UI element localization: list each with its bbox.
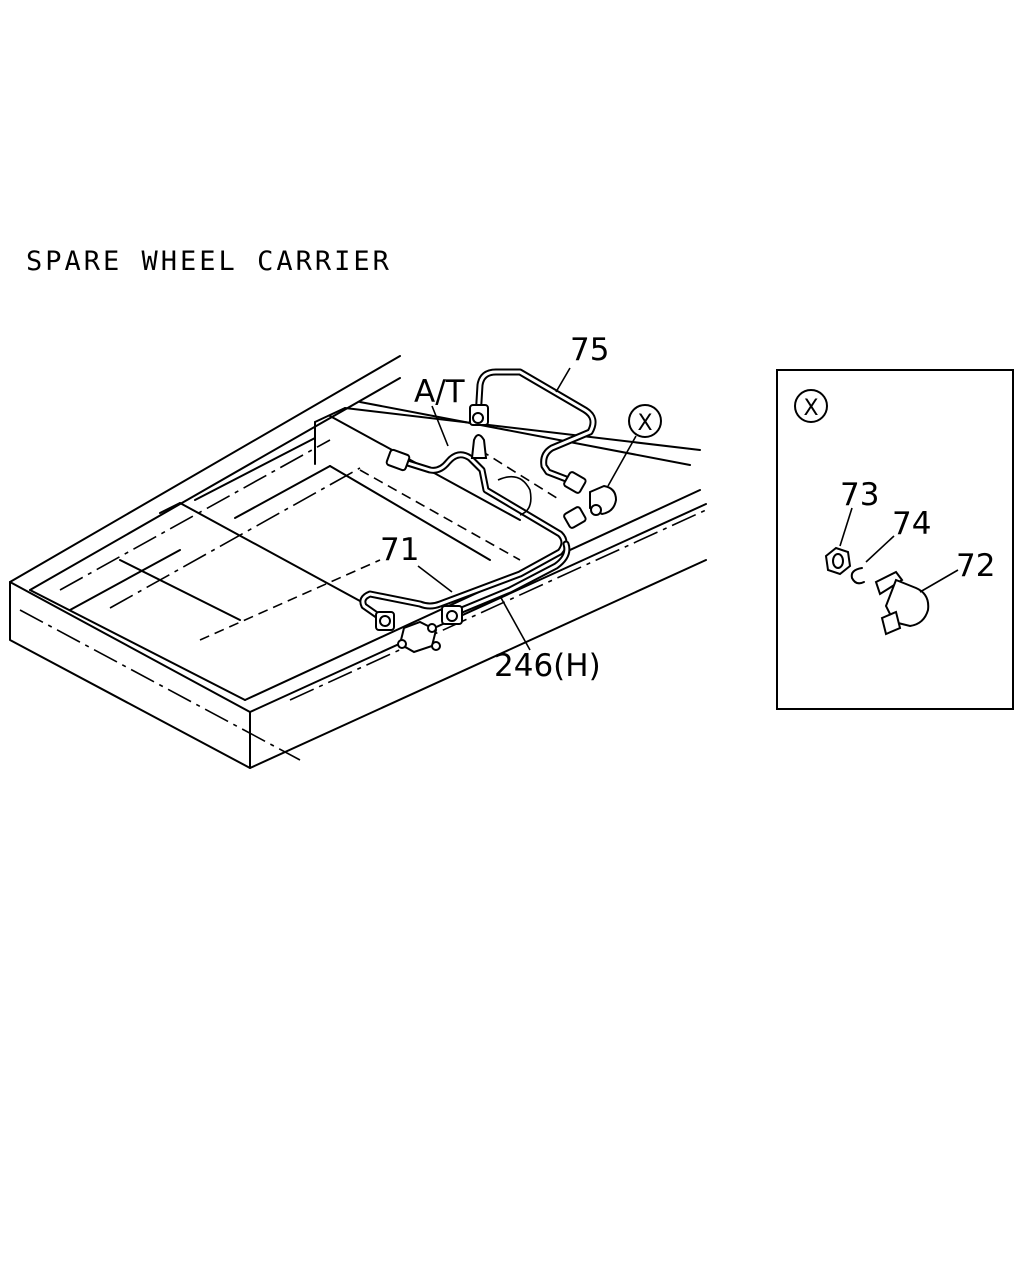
fitting-72: [874, 569, 959, 636]
label-at: A/T: [414, 374, 466, 410]
brake-pipe-75: [474, 368, 597, 486]
label-part-73: 73: [840, 477, 879, 513]
label-part-75: 75: [570, 332, 609, 368]
detail-view-x: X 73 74 72: [776, 369, 1014, 710]
brake-hose-246: [448, 475, 571, 618]
callout-x-label: X: [637, 411, 652, 436]
diagram-title: SPARE WHEEL CARRIER: [26, 246, 392, 277]
label-part-74: 74: [892, 506, 931, 542]
label-part-71: 71: [380, 532, 419, 568]
vehicle-frame: [9, 355, 707, 769]
junction-block: [397, 620, 441, 654]
label-part-72: 72: [956, 548, 995, 584]
label-part-246: 246(H): [494, 648, 601, 684]
nut-73: [824, 507, 853, 576]
pipe-fittings: [375, 404, 587, 631]
callout-circle-x: [628, 404, 662, 438]
detail-marker-circle: [794, 389, 828, 423]
detail-marker-label: X: [803, 396, 818, 421]
clip-74: [850, 535, 895, 585]
x-fitting-assembly: X: [589, 404, 662, 516]
center-lines: [19, 439, 707, 761]
leader-lines: [417, 367, 571, 651]
